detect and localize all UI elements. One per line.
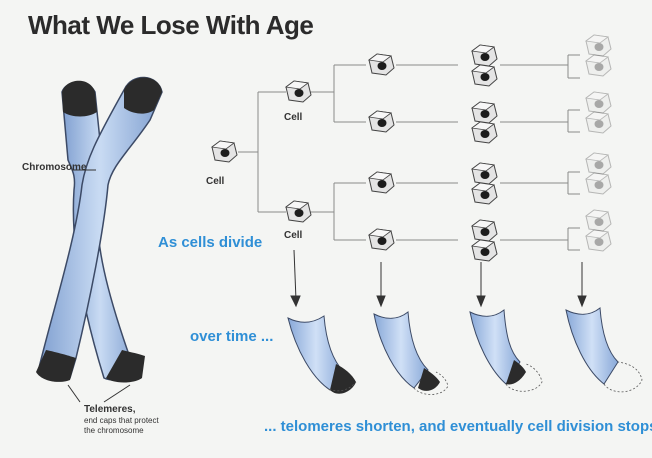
cell-icon bbox=[369, 172, 394, 193]
telomere-segment-icon bbox=[470, 310, 542, 391]
telomere-segment-icon bbox=[566, 308, 642, 392]
cell-icon bbox=[586, 112, 611, 133]
cell-icon bbox=[286, 81, 311, 102]
telomeres-label: Telemeres, bbox=[84, 404, 136, 415]
telomere-segment-icon bbox=[288, 316, 356, 394]
cell-icon bbox=[212, 141, 237, 162]
cell-icon bbox=[586, 230, 611, 251]
cell-label-top: Cell bbox=[284, 112, 302, 123]
cell-icon bbox=[472, 183, 497, 204]
conclusion-label: ... telomeres shorten, and eventually ce… bbox=[264, 418, 652, 435]
telomere-cap-top-right bbox=[124, 77, 162, 113]
cell-icon bbox=[586, 92, 611, 113]
cell-icon bbox=[586, 210, 611, 231]
cell-icon bbox=[472, 163, 497, 184]
chromosome-label: Chromosome bbox=[22, 162, 86, 173]
cell-icon bbox=[472, 102, 497, 123]
as-cells-divide-label: As cells divide bbox=[158, 234, 262, 251]
telomere-cap-top-left bbox=[62, 81, 97, 117]
telomere-segments bbox=[288, 308, 642, 395]
cell-icon bbox=[369, 229, 394, 250]
over-time-label: over time ... bbox=[190, 328, 273, 345]
telomeres-desc-line1: end caps that protect bbox=[84, 416, 159, 426]
page-title: What We Lose With Age bbox=[28, 10, 313, 41]
cell-icon bbox=[586, 55, 611, 76]
arrow-down-icon bbox=[377, 262, 385, 306]
cells-group bbox=[212, 35, 611, 261]
telomere-leader-line-2 bbox=[104, 385, 130, 402]
arrows-group bbox=[291, 250, 586, 306]
cell-icon bbox=[472, 240, 497, 261]
cell-icon bbox=[586, 153, 611, 174]
cell-icon bbox=[369, 54, 394, 75]
cell-label-root: Cell bbox=[206, 176, 224, 187]
cell-icon bbox=[472, 45, 497, 66]
telomere-leader-line-1 bbox=[68, 385, 80, 402]
chromosome-illustration bbox=[36, 77, 162, 402]
cell-icon bbox=[472, 220, 497, 241]
telomeres-desc-line2: the chromosome bbox=[84, 426, 144, 436]
cell-icon bbox=[586, 173, 611, 194]
cell-label-bottom: Cell bbox=[284, 230, 302, 241]
cell-icon bbox=[472, 122, 497, 143]
arrow-down-icon bbox=[578, 262, 586, 306]
cell-icon bbox=[586, 35, 611, 56]
arrow-down-icon bbox=[291, 250, 300, 306]
cell-icon bbox=[472, 65, 497, 86]
arrow-down-icon bbox=[477, 262, 485, 306]
telomere-segment-icon bbox=[374, 312, 448, 395]
cell-icon bbox=[286, 201, 311, 222]
cell-icon bbox=[369, 111, 394, 132]
